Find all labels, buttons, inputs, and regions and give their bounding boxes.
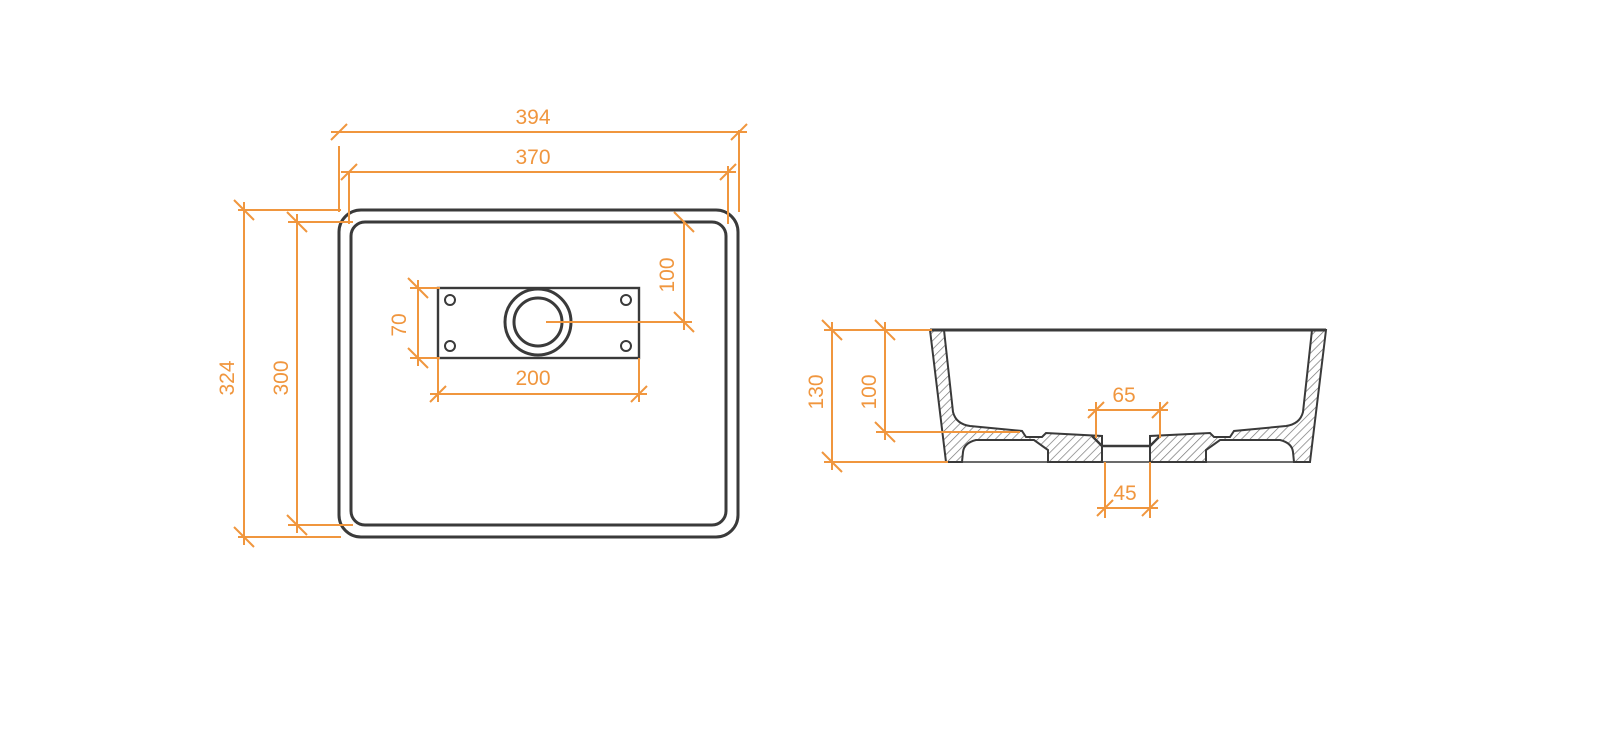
mounting-hole-top-left bbox=[444, 294, 456, 306]
label-plate-height: 70 bbox=[388, 313, 411, 336]
section-left-half bbox=[928, 329, 1103, 463]
label-inner-depth: 300 bbox=[270, 360, 293, 395]
label-outer-width: 394 bbox=[515, 106, 550, 129]
basin-inner-rim bbox=[349, 220, 728, 527]
dimension-drain-offset: 100 bbox=[546, 211, 695, 333]
label-drain-offset: 100 bbox=[656, 257, 679, 292]
mounting-hole-bottom-right bbox=[620, 340, 632, 352]
dimension-drain-bottom-width: 45 bbox=[1096, 462, 1159, 518]
dimension-plate-width: 200 bbox=[429, 358, 648, 403]
dimension-inner-width: 370 bbox=[340, 146, 737, 224]
dimension-drain-top-width: 65 bbox=[1087, 384, 1169, 438]
label-inner-width: 370 bbox=[515, 146, 550, 169]
drain-throat bbox=[1091, 435, 1161, 448]
label-outer-depth: 324 bbox=[216, 360, 239, 395]
label-drain-top-width: 65 bbox=[1112, 384, 1135, 407]
mounting-hole-bottom-left bbox=[444, 340, 456, 352]
basin-outer-rim bbox=[337, 208, 740, 539]
label-plate-width: 200 bbox=[515, 367, 550, 390]
mounting-hole-top-right bbox=[620, 294, 632, 306]
label-inner-height: 100 bbox=[858, 374, 881, 409]
top-view: 394 370 324 300 bbox=[216, 106, 748, 548]
dimension-plate-height: 70 bbox=[388, 277, 440, 369]
label-total-height: 130 bbox=[805, 374, 828, 409]
dimension-outer-depth: 324 bbox=[216, 199, 341, 548]
section-right-half bbox=[1149, 329, 1328, 463]
side-section-view: 130 100 65 45 bbox=[805, 319, 1328, 518]
dimension-total-height: 130 bbox=[805, 319, 948, 473]
dimension-inner-height: 100 bbox=[858, 319, 1020, 443]
dimension-inner-depth: 300 bbox=[270, 211, 353, 536]
label-drain-bottom-width: 45 bbox=[1113, 482, 1136, 505]
dimension-outer-width: 394 bbox=[330, 106, 748, 212]
